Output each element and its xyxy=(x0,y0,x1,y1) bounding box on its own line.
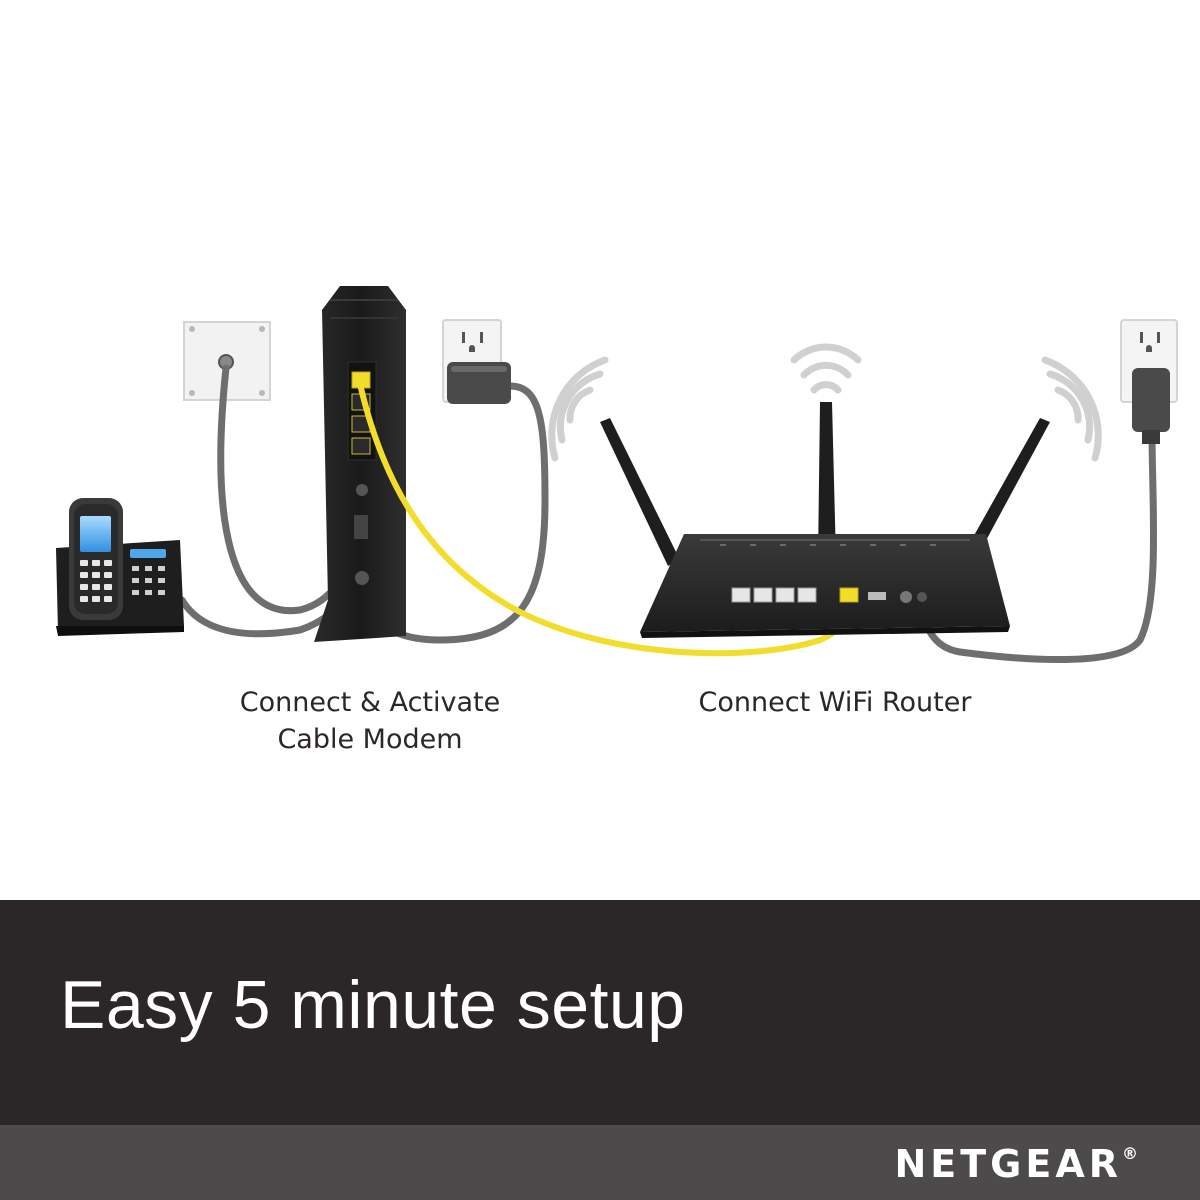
wifi-signal-icon xyxy=(790,343,862,394)
brand-logo: NETGEAR® xyxy=(895,1142,1139,1186)
setup-banner xyxy=(0,900,1200,1125)
registered-mark: ® xyxy=(1122,1144,1138,1163)
ethernet-cable xyxy=(357,381,853,657)
wifi-router xyxy=(640,534,1010,638)
modem-power-adapter xyxy=(447,362,511,404)
cordless-phone xyxy=(56,498,184,636)
modem-caption: Connect & Activate Cable Modem xyxy=(200,684,540,758)
diagram-illustration xyxy=(56,286,1178,663)
modem-caption-line-2: Cable Modem xyxy=(277,724,463,755)
setup-diagram: Connect & Activate Cable Modem Connect W… xyxy=(56,286,1178,758)
wifi-signal-icon xyxy=(1041,356,1102,462)
modem-caption-line-1: Connect & Activate xyxy=(239,687,501,718)
cable-modem xyxy=(314,286,406,642)
router-power-plug xyxy=(1132,368,1170,444)
setup-tagline: Easy 5 minute setup xyxy=(60,967,686,1043)
brand-name: NETGEAR xyxy=(894,1142,1122,1186)
brand-footer xyxy=(0,1125,1200,1200)
wifi-signal-icon xyxy=(548,356,609,462)
router-antennas xyxy=(600,402,1050,570)
router-caption: Connect WiFi Router xyxy=(698,687,972,718)
